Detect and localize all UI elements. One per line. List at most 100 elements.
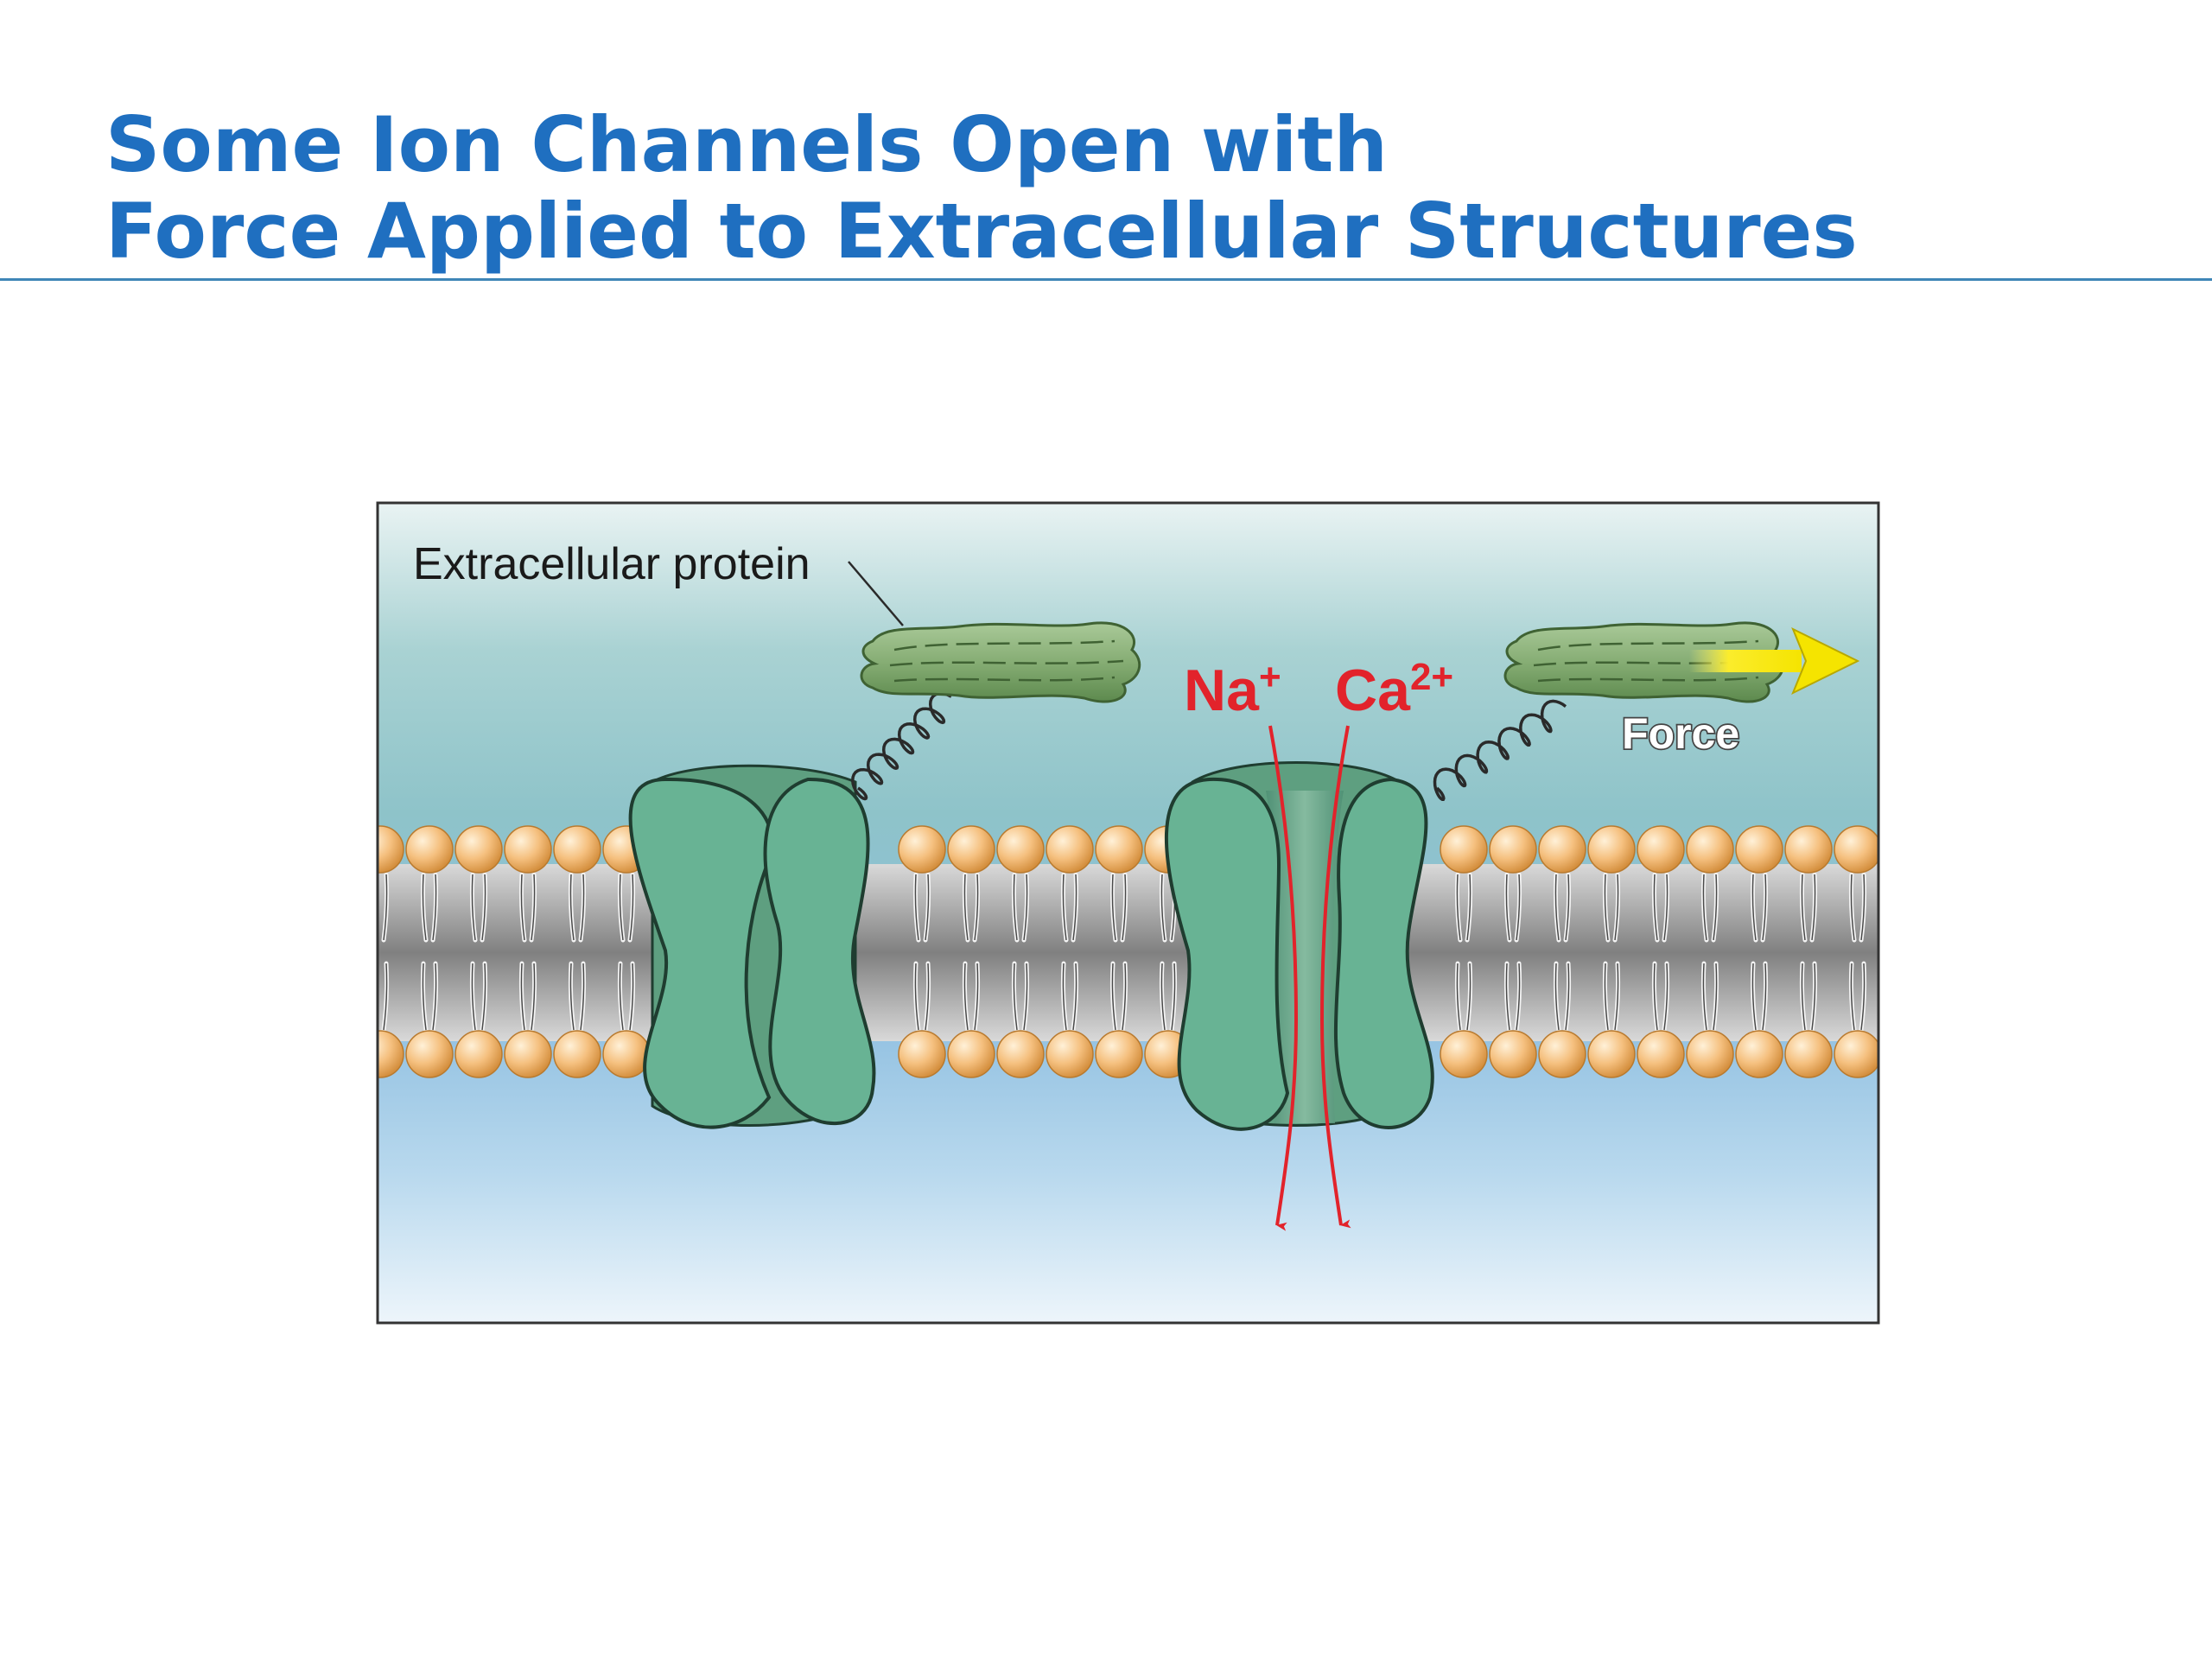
slide-title-line-1: Some Ion Channels Open with [105, 100, 1389, 189]
lipid-head [1046, 825, 1094, 874]
lipid-head [1440, 825, 1488, 874]
title-divider [0, 278, 2212, 281]
lipid-tail-outline [1751, 874, 1767, 941]
na-ion-symbol: Na [1184, 658, 1260, 723]
lipid-head [378, 825, 404, 874]
lipid-head [1489, 825, 1537, 874]
lipid-tail-outline [569, 874, 585, 941]
lipid-tail-outline [1111, 963, 1127, 1031]
lipid-tail-outline [1702, 874, 1718, 941]
ca-ion-symbol: Ca [1335, 658, 1411, 723]
lipid-head [1637, 1030, 1685, 1078]
lipid-head [1834, 1030, 1878, 1078]
lipid-tail-outline [1850, 874, 1866, 941]
lipid-head [1489, 1030, 1537, 1078]
lipid-tail-outline [1801, 963, 1816, 1031]
lipid-tails-bottom [378, 961, 1867, 1033]
lipid-head [1686, 825, 1734, 874]
lipid-head [504, 1030, 552, 1078]
figure-border [376, 501, 1880, 1325]
force-label: Force [1622, 709, 1739, 758]
lipid-tail-outline [1456, 874, 1471, 941]
lipid-head [405, 1030, 454, 1078]
lipid-head [947, 825, 995, 874]
lipid-bilayer-core [378, 864, 1878, 1041]
right-tether-spring [1433, 699, 1567, 801]
cell-membrane [378, 825, 1878, 1078]
lipid-tail-outline [1604, 963, 1619, 1031]
lipid-tail-outline [1062, 963, 1077, 1031]
lipid-heads-bottom [378, 1030, 1878, 1078]
force-arrow-head [1791, 626, 1860, 696]
lipid-tail-outline [520, 874, 536, 941]
lipid-head [602, 1030, 651, 1078]
lipid-tail-outline [1013, 963, 1028, 1031]
na-flow-arrow [1268, 725, 1299, 1231]
lipid-tail-outline [422, 963, 437, 1031]
closed-ion-channel [628, 764, 876, 1129]
lipid-tail-outline [1554, 963, 1570, 1031]
lipid-tail-outline [1850, 963, 1866, 1031]
ca-ion-label: Ca2+ [1335, 656, 1453, 723]
extracellular-protein-label: Extracellular protein [413, 539, 810, 589]
lipid-head [947, 1030, 995, 1078]
lipid-tail-outline [1456, 963, 1471, 1031]
lipid-tail-outline [1062, 874, 1077, 941]
lipid-head [1637, 825, 1685, 874]
lipid-tail-outline [1013, 874, 1028, 941]
ca-ion-charge: 2+ [1410, 656, 1453, 698]
lipid-head [378, 1030, 404, 1078]
lipid-tails-top [378, 872, 1867, 943]
open-ion-channel [1164, 761, 1434, 1131]
lipid-head [1834, 825, 1878, 874]
lipid-head [1095, 825, 1143, 874]
lipid-head [553, 825, 601, 874]
lipid-tail-outline [1653, 963, 1669, 1031]
lipid-head [1784, 1030, 1833, 1078]
right-spring-icon [1433, 699, 1567, 801]
lipid-head [1735, 825, 1783, 874]
extracellular-protein-leader-line [848, 561, 904, 626]
lipid-head [1587, 1030, 1636, 1078]
slide-title: Some Ion Channels Open with Force Applie… [105, 102, 1858, 275]
ca-flow-arrow [1319, 725, 1351, 1229]
left-spring-icon [851, 691, 952, 801]
lipid-head [454, 1030, 503, 1078]
lipid-tail-outline [1554, 874, 1570, 941]
lipid-tail-outline [520, 963, 536, 1031]
lipid-head [1046, 1030, 1094, 1078]
lipid-tail-outline [1160, 963, 1176, 1031]
ion-flow-arrows [1268, 725, 1351, 1231]
lipid-head [553, 1030, 601, 1078]
force-arrow-shaft [1689, 650, 1802, 672]
lipid-head [996, 825, 1045, 874]
figure-panel: Extracellular protein Na+ Ca2+ Force [376, 501, 1880, 1325]
lipid-tail-outline [619, 963, 634, 1031]
lipid-head [1095, 1030, 1143, 1078]
lipid-head [1735, 1030, 1783, 1078]
lipid-tail-outline [471, 963, 486, 1031]
lipid-tail-outline [1702, 963, 1718, 1031]
lipid-tail-outline [383, 874, 388, 941]
left-tether-spring [851, 691, 952, 801]
lipid-tail-outline [1505, 963, 1521, 1031]
lipid-tail-outline [1751, 963, 1767, 1031]
lipid-tail-outline [1801, 874, 1816, 941]
lipid-head [504, 825, 552, 874]
lipid-head [454, 825, 503, 874]
lipid-head [996, 1030, 1045, 1078]
lipid-head [1538, 1030, 1586, 1078]
lipid-tail-outline [963, 963, 979, 1031]
lipid-tail-outline [914, 874, 930, 941]
closed-channel-right-subunit [763, 777, 876, 1125]
open-channel-pore [1266, 791, 1344, 1123]
lipid-head [1587, 825, 1636, 874]
force-arrow [1689, 626, 1860, 696]
lipid-head [1784, 825, 1833, 874]
lipid-tail-outline [422, 874, 437, 941]
lipid-tail-outline [383, 963, 388, 1031]
slide-title-line-2: Force Applied to Extracellular Structure… [105, 187, 1858, 276]
na-ion-label: Na+ [1184, 656, 1281, 723]
open-channel-left-subunit [1164, 777, 1290, 1131]
